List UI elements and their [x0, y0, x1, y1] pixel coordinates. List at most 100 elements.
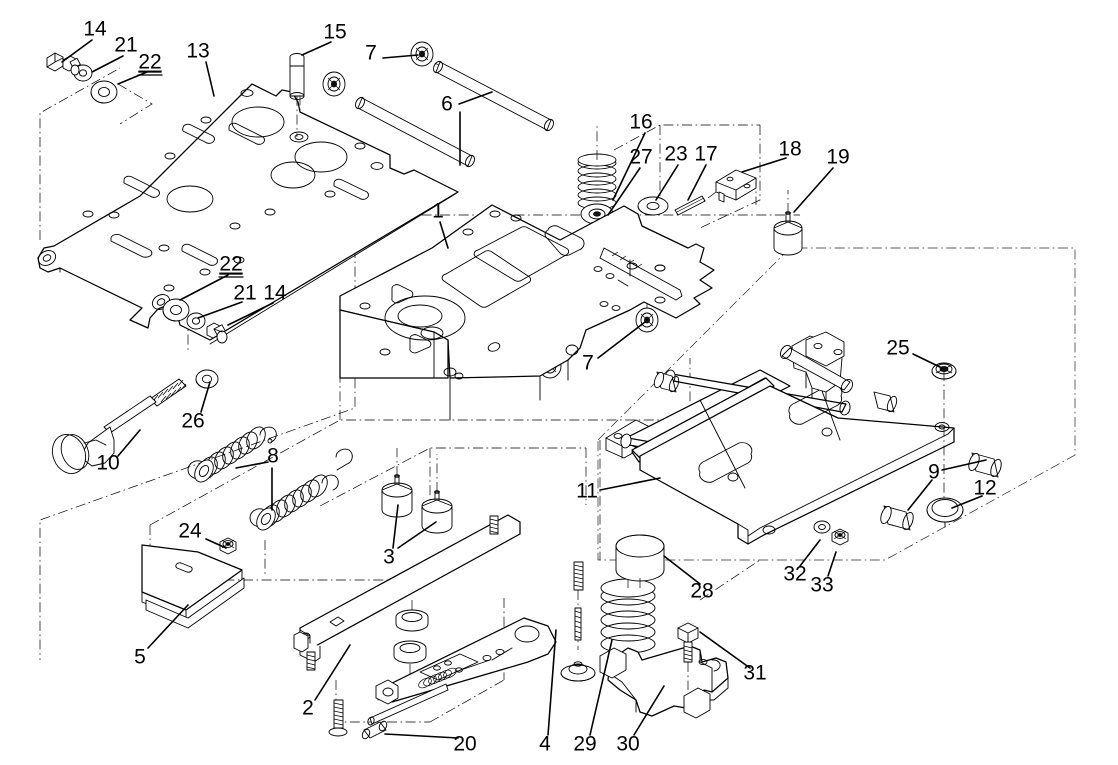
part-31-hex-bolt — [677, 622, 699, 690]
callout-number: 29 — [573, 733, 596, 756]
callout-17: 17 — [687, 143, 718, 201]
callout-32: 32 — [783, 539, 821, 586]
leader-line — [205, 61, 215, 97]
part-30-latch-plate — [599, 645, 729, 719]
callout-18: 18 — [741, 138, 802, 173]
part-19-knob-stop — [773, 190, 803, 256]
callout-number: 19 — [826, 146, 849, 169]
callout-number: 32 — [783, 563, 806, 586]
leader-line — [397, 521, 437, 549]
leader-line — [200, 381, 211, 413]
leader-line — [907, 479, 933, 511]
callout-number: 3 — [383, 546, 395, 569]
callout-number: 13 — [186, 40, 209, 63]
leader-line — [597, 321, 646, 359]
part-6-pivot-rod-upper — [433, 60, 554, 132]
part-7-bearing-b — [410, 41, 434, 67]
callout-number: 28 — [690, 580, 713, 603]
leader-line — [912, 353, 943, 369]
part-23-washer — [637, 196, 669, 216]
part-2-lower-stud — [328, 699, 348, 737]
part-21-washer-lower — [186, 312, 206, 330]
callout-22: 22 — [179, 253, 244, 301]
callout-25: 25 — [886, 337, 943, 369]
lever-rubber-plugs — [393, 600, 429, 678]
part-2-slide-rail — [293, 514, 521, 671]
callout-number: 25 — [886, 337, 909, 360]
leader-line — [301, 41, 332, 56]
callout-15: 15 — [301, 21, 347, 56]
callout-number: 7 — [582, 352, 594, 375]
callout-number: 5 — [134, 646, 146, 669]
callout-number: 16 — [629, 111, 652, 134]
callout-number: 14 — [263, 282, 287, 305]
callout-9: 9 — [907, 461, 940, 511]
leader-line — [197, 301, 243, 319]
callout-bushing-2 — [941, 459, 987, 471]
leader-line — [382, 54, 419, 59]
leader-line — [117, 71, 148, 85]
part-13-mounting-plate — [37, 83, 459, 345]
rail-stud-right — [489, 515, 499, 535]
callout-19: 19 — [793, 146, 850, 213]
swing-arm-final — [620, 331, 955, 545]
callout-1: 1 — [432, 200, 449, 249]
threaded-screw-mid — [573, 561, 584, 650]
leader-line — [458, 91, 493, 105]
part-9-bushing-d — [968, 452, 1002, 478]
callout-6: 6 — [441, 91, 493, 116]
leader-line — [314, 644, 351, 701]
callout-5: 5 — [134, 604, 189, 669]
callout-3: 3 — [383, 504, 399, 569]
part-26-washer — [195, 369, 219, 389]
part-9-bushing-b — [873, 391, 898, 413]
leader-line — [439, 221, 449, 249]
part-1-main-frame — [339, 204, 715, 421]
callout-number: 17 — [694, 143, 717, 166]
leader-line — [827, 551, 837, 577]
callout-10: 10 — [96, 429, 141, 475]
callout-23: 23 — [655, 143, 688, 201]
callout-12: 12 — [951, 477, 997, 509]
leader-line — [179, 274, 229, 301]
callout-13: 13 — [186, 40, 215, 97]
part-20-pin — [361, 720, 388, 740]
rail-stud-left — [306, 651, 316, 671]
part-5-seat-pad — [141, 544, 245, 629]
part-10-pull-knob-rod — [51, 378, 187, 474]
callout-number: 24 — [178, 520, 202, 543]
part-15-long-bolt — [289, 53, 305, 137]
leader-line — [951, 495, 983, 509]
leader-line — [91, 55, 124, 73]
part-12-cap-plug — [926, 497, 964, 528]
callout-number: 12 — [973, 477, 996, 500]
part-33-nut — [831, 528, 849, 546]
callout-21: 21 — [91, 34, 138, 73]
part-22-flat-washer-lower — [162, 298, 190, 322]
callout-number: 10 — [96, 452, 119, 475]
leader-line — [799, 539, 821, 567]
callout-number: 31 — [743, 662, 766, 685]
part-28-isolator-puck — [615, 534, 665, 590]
callout-8: 8 — [235, 445, 279, 469]
callout-28: 28 — [663, 555, 714, 603]
callout-14: 14 — [227, 282, 287, 326]
callout-7: 7 — [365, 42, 419, 65]
leader-line — [547, 629, 557, 736]
leader-line — [741, 157, 787, 173]
callout-number: 33 — [810, 574, 833, 597]
callout-number: 9 — [928, 461, 940, 484]
part-22-flat-washer-upper — [90, 80, 118, 104]
part-17-roll-pin — [674, 195, 706, 216]
leader-line — [687, 164, 707, 201]
callout-number: 21 — [114, 34, 137, 57]
callout-number: 14 — [83, 18, 107, 41]
callout-number: 22 — [138, 51, 161, 74]
callout-27: 27 — [607, 146, 653, 216]
callout-number: 6 — [441, 93, 453, 116]
callout-31: 31 — [699, 631, 767, 685]
part-24-nut — [219, 537, 237, 555]
part-32-washer — [813, 520, 831, 534]
